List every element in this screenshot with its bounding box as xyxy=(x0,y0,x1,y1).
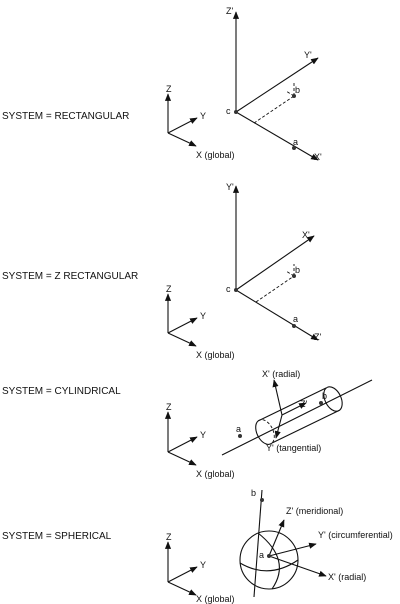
global-x-axis xyxy=(167,332,197,347)
sphere-meridian xyxy=(257,532,280,590)
global-x-axis xyxy=(167,581,197,596)
point-b xyxy=(292,274,296,278)
point-a-label: a xyxy=(293,314,298,324)
radial-axis xyxy=(268,555,327,577)
global-x-axis xyxy=(167,451,197,466)
cylinder-end-ellipse xyxy=(323,386,343,412)
system-label: SYSTEM = Z RECTANGULAR xyxy=(2,271,138,282)
global-z-label: Z xyxy=(166,532,172,542)
point-b-label: b xyxy=(295,265,300,275)
sphere-equator xyxy=(239,559,299,572)
system-label: SYSTEM = SPHERICAL xyxy=(2,531,112,542)
point-a xyxy=(292,324,296,328)
system-label: SYSTEM = RECTANGULAR xyxy=(2,111,129,122)
dashed-projection xyxy=(253,95,295,124)
global-y-label: Y xyxy=(200,560,206,570)
point-a xyxy=(292,146,296,150)
global-y-label: Y xyxy=(200,111,206,121)
system-label: SYSTEM = CYLINDRICAL xyxy=(2,386,121,397)
cylinder-outline xyxy=(257,387,327,422)
local-upper-axis xyxy=(235,57,319,113)
cylinder: X' (radial) Y' (tangential) Z' a b xyxy=(221,369,373,456)
cylinder-axis-line xyxy=(221,379,373,456)
panel-z-rectangular: SYSTEM = Z RECTANGULAR Z Y X (global) Y'… xyxy=(2,182,321,360)
global-y-axis xyxy=(167,566,198,583)
local-upper-label: Y' xyxy=(304,50,312,60)
global-x-label: X (global) xyxy=(196,150,235,160)
global-z-label: Z xyxy=(166,284,172,294)
point-c-label: c xyxy=(226,284,231,294)
meridional-axis xyxy=(268,519,285,557)
local-lower-axis xyxy=(235,111,319,161)
point-c-label: c xyxy=(226,106,231,116)
dashed-projection xyxy=(255,275,295,303)
point-a-label: a xyxy=(259,550,264,560)
point-b-label: b xyxy=(295,85,300,95)
point-b xyxy=(292,94,296,98)
panel-spherical: SYSTEM = SPHERICAL Z Y X (global) Z' (me… xyxy=(2,488,393,604)
point-a-label: a xyxy=(236,424,241,434)
global-x-label: X (global) xyxy=(196,350,235,360)
tangential-label: Y' (tangential) xyxy=(266,443,321,453)
point-c xyxy=(234,288,238,292)
point-c xyxy=(234,110,238,114)
axial-axis xyxy=(281,402,307,416)
local-lower-label: Z' xyxy=(314,332,321,342)
global-z-label: Z xyxy=(166,402,172,412)
circumferential-label: Y' (circumferential) xyxy=(318,530,393,540)
cylinder-end-ellipse xyxy=(255,420,273,445)
global-axes: Z Y X (global) xyxy=(164,84,235,160)
circumferential-axis xyxy=(268,542,317,557)
cylinder-hidden-edge xyxy=(257,419,275,444)
global-axes: Z Y X (global) xyxy=(164,284,235,360)
panel-rectangular: SYSTEM = RECTANGULAR Z Y X (global) Z' Y… xyxy=(2,6,322,162)
global-x-label: X (global) xyxy=(196,469,235,479)
point-b xyxy=(260,498,264,502)
sphere-polar-line xyxy=(253,489,263,598)
axial-label: Z' xyxy=(300,399,307,409)
global-y-label: Y xyxy=(200,311,206,321)
global-z-label: Z xyxy=(166,84,172,94)
panel-cylindrical: SYSTEM = CYLINDRICAL Z Y X (global) X' (… xyxy=(2,369,373,479)
local-vertical-label: Y' xyxy=(226,182,234,192)
global-y-axis xyxy=(167,117,198,134)
point-a-label: a xyxy=(293,137,298,147)
point-b xyxy=(319,401,323,405)
radial-label: X' (radial) xyxy=(328,572,366,582)
cylinder-outline xyxy=(271,409,341,444)
local-axes: Z' Y' X' c b a xyxy=(226,6,322,162)
point-b-label: b xyxy=(322,391,327,401)
point-a xyxy=(238,434,242,438)
local-lower-axis xyxy=(235,289,319,341)
global-y-axis xyxy=(167,317,198,334)
global-x-axis xyxy=(167,132,197,147)
meridional-label: Z' (meridional) xyxy=(286,506,343,516)
sphere: Z' (meridional) Y' (circumferential) X' … xyxy=(239,488,393,598)
radial-axis xyxy=(272,379,283,416)
global-axes: Z Y X (global) xyxy=(164,532,235,604)
local-upper-axis xyxy=(235,235,315,291)
tangential-axis xyxy=(274,414,283,439)
local-lower-label: X' xyxy=(314,152,322,162)
local-axes: Y' X' Z' c b a xyxy=(226,182,321,342)
point-a xyxy=(267,554,271,558)
global-x-label: X (global) xyxy=(196,594,235,604)
global-y-axis xyxy=(167,436,198,453)
radial-label: X' (radial) xyxy=(262,369,300,379)
local-upper-label: X' xyxy=(302,230,310,240)
global-axes: Z Y X (global) xyxy=(164,402,235,479)
local-vertical-label: Z' xyxy=(226,6,233,16)
global-y-label: Y xyxy=(200,430,206,440)
sphere-outline xyxy=(239,530,299,590)
point-b-label: b xyxy=(251,488,256,498)
